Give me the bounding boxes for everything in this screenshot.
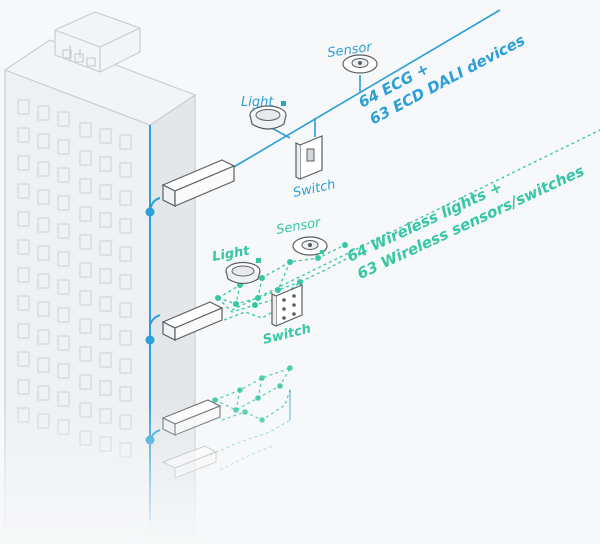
- sensor-label: Sensor: [326, 40, 374, 61]
- wireless-caption-line2: 63 Wireless sensors/switches: [354, 162, 587, 283]
- sensor-icon: [342, 54, 378, 74]
- light-icon: [249, 101, 287, 130]
- driver-box-1: [161, 159, 236, 207]
- switch-label: Switch: [292, 177, 337, 201]
- bottom-fade: [0, 400, 600, 544]
- wireless-light-label: Light: [211, 244, 251, 265]
- driver-box-2: [161, 301, 224, 341]
- keypad-switch-icon: [271, 284, 303, 327]
- wireless-switch-label: Switch: [261, 321, 312, 347]
- light-icon: [225, 258, 261, 285]
- wireless-nodes: [215, 242, 348, 308]
- light-label: Light: [241, 95, 274, 110]
- sensor-icon: [292, 236, 328, 256]
- switch-icon: [295, 135, 323, 180]
- wireless-sensor-label: Sensor: [275, 215, 323, 238]
- building-windows: [17, 99, 132, 458]
